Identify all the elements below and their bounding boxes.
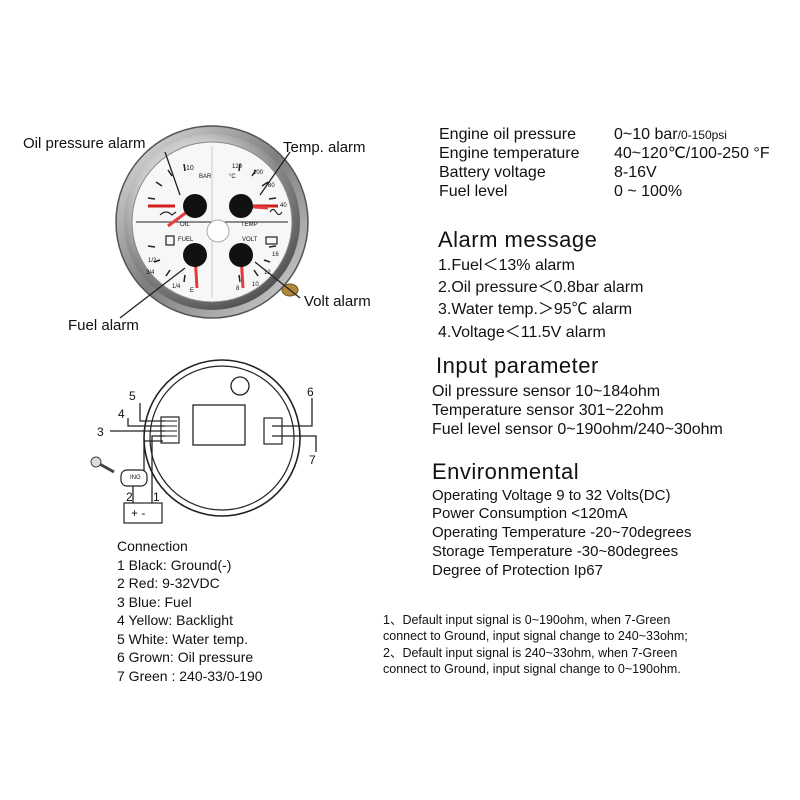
dial-v8: 8 [236,286,240,292]
ignition-label: ING [130,475,141,481]
battery-terminals: + - [131,506,146,520]
note-line: 2、Default input signal is 240~33ohm, whe… [383,646,678,660]
dial-temp-label: TEMP [241,222,258,228]
alarm-item: 4.Voltage＜11.5V alarm [438,324,606,341]
dial-fuel-label: FUEL [178,237,194,243]
spec-fuel-level-value: 0 ~ 100% [614,183,683,200]
alarm-item: 1.Fuel＜13% alarm [438,257,575,274]
connection-item: 5 White: Water temp. [117,631,248,647]
wire-pin-4: 4 [118,407,125,421]
connection-heading: Connection [117,538,188,554]
input-item: Oil pressure sensor 10~184ohm [432,383,661,400]
dial-t40: 40 [280,203,287,209]
dial-v10: 10 [252,282,259,288]
dial-f-quarter: 1/4 [172,284,181,290]
spec-fuel-level-name: Fuel level [439,183,508,200]
connection-item: 4 Yellow: Backlight [117,612,233,628]
dial-bar-unit: BAR [199,174,212,180]
oil-pressure-alarm-callout: Oil pressure alarm [23,135,146,152]
alarm-item: 2.Oil pressure＜0.8bar alarm [438,279,644,296]
spec-engine-temp-name: Engine temperature [439,145,580,162]
dial-f-e: E [190,288,195,294]
spec-oil-pressure-value-suffix: /0-150psi [677,128,727,142]
input-item: Temperature sensor 301~22ohm [432,402,664,419]
wire-pin-5: 5 [129,389,136,403]
note-line: 1、Default input signal is 0~190ohm, when… [383,613,671,627]
environmental-item: Operating Temperature -20~70degrees [432,524,692,541]
spec-oil-pressure-value-main: 0~10 bar [614,126,678,143]
dial-f-3q: 3/4 [146,270,155,276]
dial-oil-label: OIL [180,222,190,228]
note-line: connect to Ground, input signal change t… [383,662,681,676]
environmental-item: Storage Temperature -30~80degrees [432,543,679,560]
dial-temp-unit: °C [229,174,236,180]
dial-v16: 16 [272,252,279,258]
spec-battery-voltage-name: Battery voltage [439,164,546,181]
environmental-item: Operating Voltage 9 to 32 Volts(DC) [432,487,671,504]
connection-item: 2 Red: 9-32VDC [117,575,220,591]
note-line: connect to Ground, input signal change t… [383,629,688,643]
dial-t120: 120 [232,164,243,170]
alarm-heading: Alarm message [438,227,598,252]
environmental-item: Degree of Protection Ip67 [432,562,603,579]
wire-pin-2: 2 [126,490,133,504]
spec-oil-pressure-name: Engine oil pressure [439,126,576,143]
wire-pin-6: 6 [307,385,314,399]
spec-engine-temp-value: 40~120℃/100-250 °F [614,145,770,162]
dial-t80: 80 [268,183,275,189]
connection-item: 6 Grown: Oil pressure [117,649,254,665]
dial-v12: 12 [264,270,271,276]
environmental-item: Power Consumption <120mA [432,505,628,522]
dial-bar-10: 10 [186,165,194,172]
input-item: Fuel level sensor 0~190ohm/240~30ohm [432,421,723,438]
connection-item: 7 Green : 240-33/0-190 [117,668,263,684]
environmental-heading: Environmental [432,459,580,484]
dial-volt-label: VOLT [242,237,258,243]
wire-pin-1: 1 [153,490,160,504]
connection-item: 3 Blue: Fuel [117,594,192,610]
wire-pin-7: 7 [309,453,316,467]
connection-item: 1 Black: Ground(-) [117,557,232,573]
dial-f-half: 1/2 [148,258,157,264]
input-heading: Input parameter [436,353,599,378]
wire-pin-3: 3 [97,425,104,439]
fuel-alarm-callout: Fuel alarm [68,317,139,334]
spec-battery-voltage-value: 8-16V [614,164,657,181]
spec-oil-pressure-value: 0~10 bar/0-150psi [614,127,727,143]
temp-alarm-callout: Temp. alarm [283,139,366,156]
alarm-item: 3.Water temp.＞95℃ alarm [438,301,633,318]
dial-t100: 100 [253,170,264,176]
volt-alarm-callout: Volt alarm [304,293,371,310]
